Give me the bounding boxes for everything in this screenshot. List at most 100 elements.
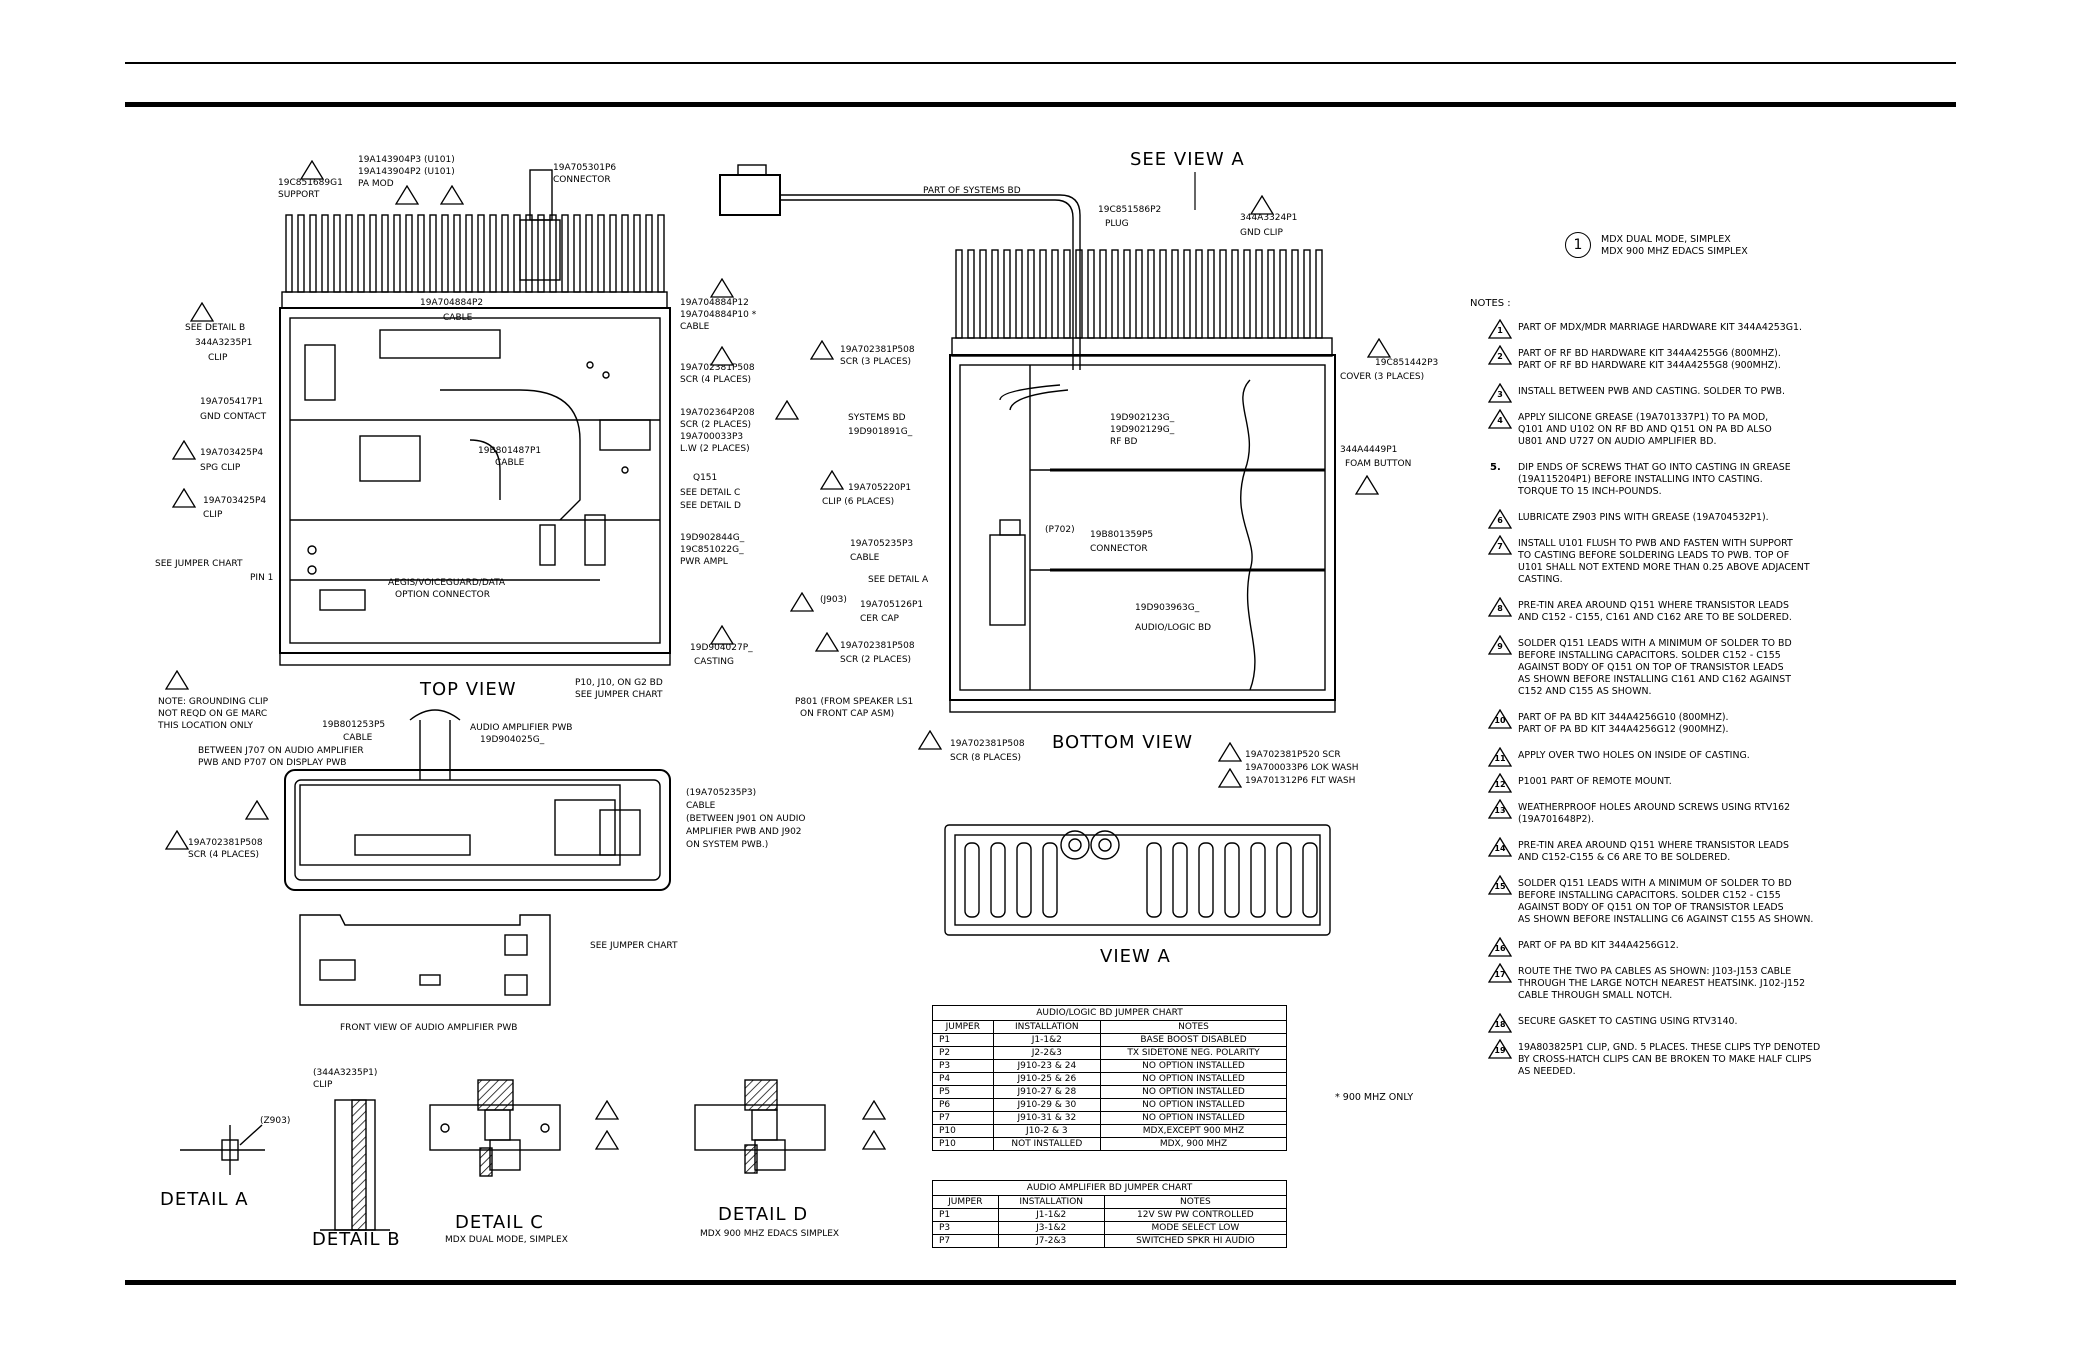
column-header: INSTALLATION bbox=[997, 1195, 1105, 1209]
note-number: 1 bbox=[1497, 326, 1503, 335]
systems-bd-part: 19D901891G_ bbox=[848, 427, 913, 437]
heatsink-fin bbox=[321, 214, 329, 293]
cover-part: 19C851442P3 bbox=[1375, 358, 1438, 368]
heatsink-fin bbox=[501, 214, 509, 293]
warning-triangle-icon bbox=[300, 160, 324, 180]
warning-triangle-icon bbox=[862, 1130, 886, 1150]
cable-p2-name: CABLE bbox=[443, 313, 473, 323]
view-a-slot bbox=[1250, 842, 1266, 918]
detail-c-drawing bbox=[429, 1079, 561, 1177]
casting-part: 19D904027P_ bbox=[690, 643, 753, 653]
gnd-clip-part: 344A3324P1 bbox=[1240, 213, 1297, 223]
scr2-bottom-name: SCR (2 PLACES) bbox=[840, 655, 911, 665]
heatsink-fin bbox=[1111, 249, 1119, 339]
audio-amp-name: AUDIO AMPLIFIER PWB bbox=[470, 723, 572, 733]
bottom-view-callouts: PART OF SYSTEMS BD 19C851586P2 PLUG 344A… bbox=[795, 186, 1438, 786]
warning-triangle-icon bbox=[595, 1130, 619, 1150]
top-view-label: TOP VIEW bbox=[419, 679, 517, 700]
warning-triangle-icon: 8 bbox=[1487, 596, 1513, 617]
heatsink-fin bbox=[1051, 249, 1059, 339]
warning-triangle-icon: 7 bbox=[1487, 534, 1513, 555]
aegis-line1: AEGIS/VOICEGUARD/DATA bbox=[388, 578, 506, 588]
rf-bd-part1: 19D902123G_ bbox=[1110, 413, 1175, 423]
view-a-slot bbox=[1042, 842, 1058, 918]
view-a-slot bbox=[1302, 842, 1318, 918]
warning-triangle-icon: 14 bbox=[1487, 836, 1513, 857]
warning-triangle-icon bbox=[245, 800, 269, 820]
table-cell: P3 bbox=[932, 1059, 994, 1073]
scr4-name: SCR (4 PLACES) bbox=[680, 375, 751, 385]
note-number: 12 bbox=[1494, 780, 1506, 789]
table-cell: P10 bbox=[932, 1137, 994, 1151]
clip-p4-name: CLIP bbox=[203, 510, 223, 520]
clip-top-part: 344A3235P1 bbox=[195, 338, 252, 348]
audio-logic-chart-title: AUDIO/LOGIC BD JUMPER CHART bbox=[932, 1005, 1287, 1020]
cable-p3-desc3: ON SYSTEM PWB.) bbox=[686, 840, 768, 850]
table-cell: J10-2 & 3 bbox=[992, 1124, 1102, 1138]
note-text: INSTALL BETWEEN PWB AND CASTING. SOLDER … bbox=[1518, 386, 1785, 397]
table-cell: J910-23 & 24 bbox=[992, 1059, 1102, 1073]
cable-p5-name: CABLE bbox=[343, 733, 373, 743]
warning-triangle-icon bbox=[165, 830, 189, 850]
warning-triangle-icon bbox=[440, 185, 464, 205]
see-detail-a: SEE DETAIL A bbox=[868, 575, 929, 585]
heatsink-fin bbox=[441, 214, 449, 293]
heatsink-fin bbox=[1135, 249, 1143, 339]
table-cell: TX SIDETONE NEG. POLARITY bbox=[1100, 1046, 1287, 1060]
p10-note-line1: P10, J10, ON G2 BD bbox=[575, 678, 663, 688]
see-view-a-label: SEE VIEW A bbox=[1130, 149, 1245, 170]
top-thick-rule bbox=[125, 102, 1956, 107]
notes-title: NOTES : bbox=[1470, 298, 1511, 309]
legend-symbol: 1 bbox=[1565, 232, 1591, 258]
pa-mod-name: PA MOD bbox=[358, 179, 394, 189]
warning-triangle-icon bbox=[790, 592, 814, 612]
heatsink-fin bbox=[1123, 249, 1131, 339]
heatsink-fin bbox=[967, 249, 975, 339]
note-number: 17 bbox=[1494, 970, 1506, 979]
table-cell: J3-1&2 bbox=[997, 1221, 1105, 1235]
table-cell: J910-25 & 26 bbox=[992, 1072, 1102, 1086]
p10-note-line2: SEE JUMPER CHART bbox=[575, 690, 663, 700]
heatsink-fin bbox=[1231, 249, 1239, 339]
table-cell: P2 bbox=[932, 1046, 994, 1060]
warning-triangle-icon bbox=[595, 1100, 619, 1120]
connector-p702-name: CONNECTOR bbox=[1090, 544, 1148, 554]
note-number: 15 bbox=[1494, 882, 1506, 891]
detail-b-clip-name: CLIP bbox=[313, 1080, 333, 1090]
scr3-name: SCR (3 PLACES) bbox=[840, 357, 911, 367]
pa-mod-part2: 19A143904P2 (U101) bbox=[358, 167, 455, 177]
see-detail-b: SEE DETAIL B bbox=[185, 323, 245, 333]
bottom-rule bbox=[125, 1280, 1956, 1285]
table-cell: P6 bbox=[932, 1098, 994, 1112]
view-a-slot bbox=[1224, 842, 1240, 918]
heatsink-fin bbox=[309, 214, 317, 293]
heatsink-fin bbox=[465, 214, 473, 293]
heatsink-fin bbox=[585, 214, 593, 293]
detail-a-label: DETAIL A bbox=[160, 1189, 249, 1210]
note-number: 14 bbox=[1494, 844, 1506, 853]
table-cell: J1-1&2 bbox=[997, 1208, 1105, 1222]
warning-triangle-icon: 2 bbox=[1487, 344, 1513, 365]
cable-p5-part: 19B801253P5 bbox=[322, 720, 385, 730]
heatsink-fin bbox=[1087, 249, 1095, 339]
spg-clip-name: SPG CLIP bbox=[200, 463, 241, 473]
view-a-slot bbox=[990, 842, 1006, 918]
heatsink-fin bbox=[1195, 249, 1203, 339]
lw-part: 19A700033P3 bbox=[680, 432, 743, 442]
j903-label: (J903) bbox=[820, 595, 847, 605]
warning-triangle-icon bbox=[710, 278, 734, 298]
scr-wash-line2: 19A700033P6 LOK WASH bbox=[1245, 763, 1359, 773]
table-cell: P1 bbox=[932, 1208, 999, 1222]
heatsink-fin bbox=[1267, 249, 1275, 339]
warning-triangle-icon bbox=[1218, 742, 1242, 762]
lw-name: L.W (2 PLACES) bbox=[680, 444, 750, 454]
